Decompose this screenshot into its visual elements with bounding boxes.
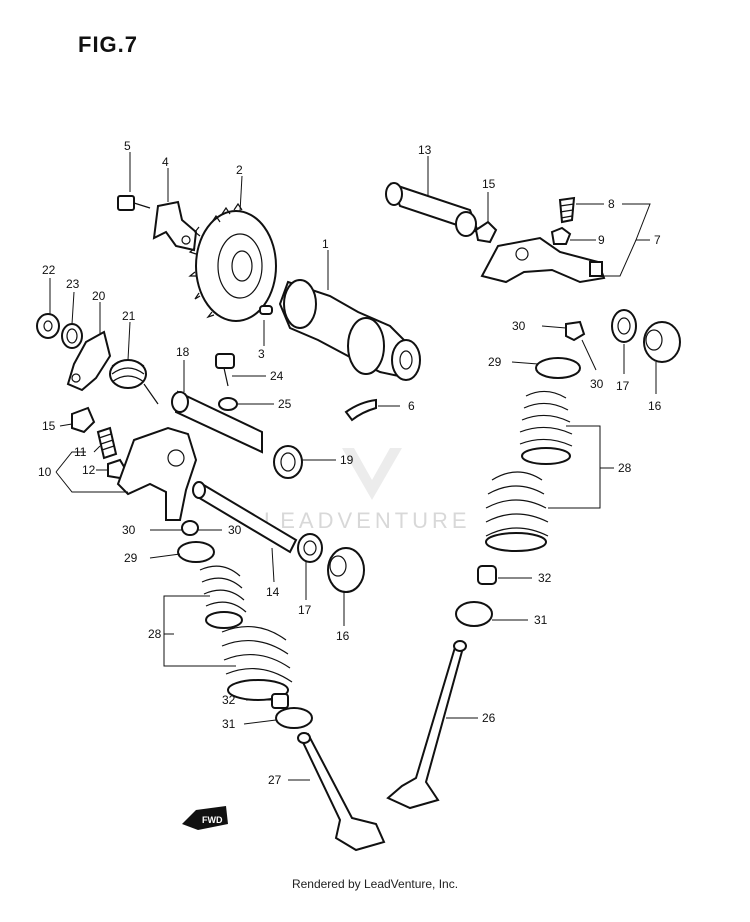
part-sprocket-2 — [188, 202, 277, 322]
callout-27: 27 — [268, 773, 282, 787]
callout-30-c: 30 — [512, 319, 526, 333]
part-valve-26 — [386, 640, 467, 810]
part-cap-16-right — [643, 321, 681, 363]
part-valve-27 — [297, 732, 386, 852]
part-adjuster-screw-8 — [558, 196, 576, 224]
callout-29-right: 29 — [488, 355, 502, 369]
footer-credit: Rendered by LeadVenture, Inc. — [291, 877, 459, 891]
callout-3: 3 — [258, 347, 265, 361]
callout-29-left: 29 — [124, 551, 138, 565]
callout-30-d: 30 — [590, 377, 604, 391]
part-seat-31-right — [455, 601, 493, 627]
callout-22: 22 — [42, 263, 56, 277]
part-nut-9 — [550, 226, 572, 245]
part-camshaft-1 — [278, 279, 421, 381]
part-valve-spring-28-right — [485, 390, 573, 552]
callout-19: 19 — [340, 453, 354, 467]
callout-20: 20 — [92, 289, 106, 303]
part-cap-16-left — [327, 547, 365, 593]
figure-title: FIG.7 — [78, 32, 139, 57]
watermark: LEADVENTURE — [264, 448, 471, 533]
callout-10: 10 — [38, 465, 52, 479]
callout-16-left: 16 — [336, 629, 350, 643]
callout-23: 23 — [66, 277, 80, 291]
part-cotter-30-right — [565, 320, 586, 342]
part-seat-32-right — [477, 565, 497, 585]
leader-lines — [49, 152, 657, 781]
callout-1: 1 — [322, 237, 329, 251]
part-rocker-shaft-13 — [385, 182, 480, 237]
callout-18: 18 — [176, 345, 190, 359]
part-rocker-arm-10 — [116, 426, 198, 521]
callout-16-right: 16 — [648, 399, 662, 413]
part-tube-14 — [192, 481, 298, 554]
part-washer-22 — [36, 313, 60, 339]
part-torsion-spring-21 — [109, 359, 159, 405]
callout-6: 6 — [408, 399, 415, 413]
part-seal-19 — [273, 445, 303, 479]
part-seal-17-right — [611, 309, 637, 343]
part-cotter-30-left — [181, 520, 199, 536]
callout-21: 21 — [122, 309, 136, 323]
callout-8: 8 — [608, 197, 615, 211]
callout-25: 25 — [278, 397, 292, 411]
part-rocker-shaft-18 — [171, 390, 263, 454]
callout-31-left: 31 — [222, 717, 236, 731]
watermark-text: LEADVENTURE — [264, 508, 471, 533]
callout-24: 24 — [270, 369, 284, 383]
part-seal-17-left — [297, 533, 323, 563]
callout-13: 13 — [418, 143, 432, 157]
part-washer-25 — [218, 397, 238, 411]
fwd-badge-text: FWD — [202, 815, 223, 825]
part-seat-32-left — [271, 693, 289, 709]
callout-15-right: 15 — [482, 177, 496, 191]
part-adjuster-screw-11 — [96, 426, 118, 460]
callout-32-right: 32 — [538, 571, 552, 585]
part-retainer-29-right — [535, 357, 581, 379]
callout-2: 2 — [236, 163, 243, 177]
callout-15-left: 15 — [42, 419, 56, 433]
callout-30-b: 30 — [228, 523, 242, 537]
callout-7: 7 — [654, 233, 661, 247]
callout-26: 26 — [482, 711, 496, 725]
callout-9: 9 — [598, 233, 605, 247]
callouts: 5 4 2 1 3 6 13 15 8 9 7 30 30 29 17 16 2… — [38, 139, 662, 787]
callout-14: 14 — [266, 585, 280, 599]
part-seat-31-left — [275, 707, 313, 729]
callout-17-left: 17 — [298, 603, 312, 617]
part-pin-3 — [259, 305, 273, 315]
callout-17-right: 17 — [616, 379, 630, 393]
callout-28-right: 28 — [618, 461, 632, 475]
part-bolt-5 — [117, 195, 151, 211]
callout-5: 5 — [124, 139, 131, 153]
callout-32-left: 32 — [222, 693, 236, 707]
callout-28-left: 28 — [148, 627, 162, 641]
part-bolt-24 — [215, 353, 235, 387]
part-retainer-29-left — [177, 541, 215, 563]
part-plate-4 — [152, 200, 198, 252]
part-clip-6 — [344, 398, 377, 422]
part-clip-15-right — [474, 220, 498, 244]
part-bracket-20 — [66, 330, 112, 392]
part-ring-23 — [61, 323, 83, 349]
callout-11: 11 — [74, 445, 87, 459]
part-rocker-arm-7 — [480, 236, 606, 284]
callout-30-a: 30 — [122, 523, 136, 537]
callout-4: 4 — [162, 155, 169, 169]
callout-12: 12 — [82, 463, 96, 477]
fwd-badge: FWD — [182, 806, 228, 830]
callout-31-right: 31 — [534, 613, 548, 627]
part-clip-15-left — [71, 406, 96, 434]
